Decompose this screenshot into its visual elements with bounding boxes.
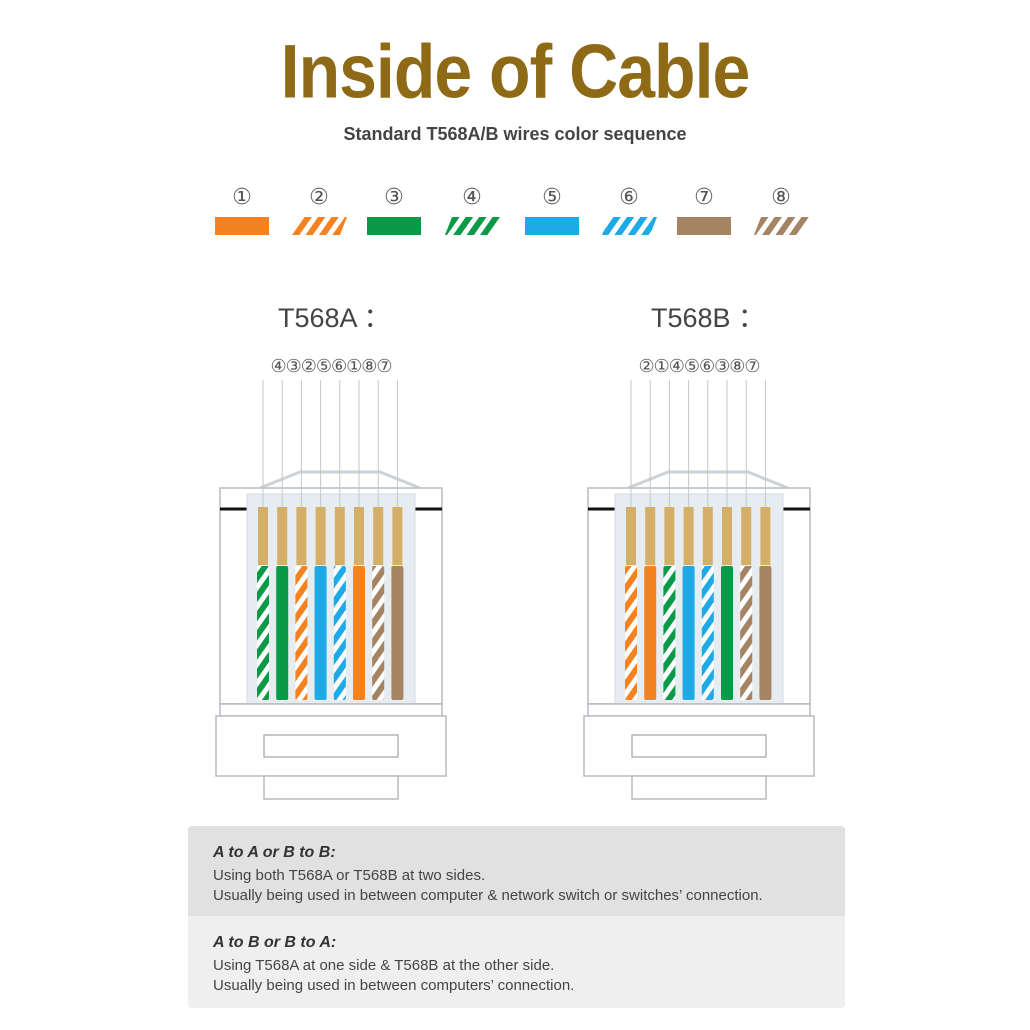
legend-number: ⑥ bbox=[619, 185, 639, 210]
pin-contact bbox=[626, 507, 636, 565]
pin-contact bbox=[760, 507, 771, 565]
pin-contact bbox=[702, 507, 713, 565]
wire bbox=[372, 566, 385, 700]
info-heading: A to B or B to A: bbox=[213, 934, 337, 951]
pin-contact bbox=[277, 507, 288, 565]
t568a-plug: ④③②⑤⑥①⑧⑦ bbox=[215, 356, 447, 800]
pin-contact bbox=[354, 507, 364, 565]
wire bbox=[276, 566, 289, 700]
legend-swatch bbox=[525, 217, 579, 235]
pin-contact bbox=[683, 507, 694, 565]
wire bbox=[701, 566, 714, 700]
wire bbox=[353, 566, 365, 700]
info-line: Usually being used in between computers’… bbox=[213, 977, 575, 994]
legend-swatch bbox=[292, 217, 347, 235]
wire bbox=[391, 566, 404, 700]
wire bbox=[625, 566, 637, 700]
pin-contact bbox=[645, 507, 656, 565]
color-legend: ① ② ③ ④ ⑤ ⑥ ⑦ ⑧ bbox=[215, 185, 809, 235]
pin-contact bbox=[258, 507, 268, 565]
legend-number: ⑤ bbox=[542, 185, 562, 210]
legend-swatch bbox=[677, 217, 731, 235]
wire bbox=[759, 566, 772, 700]
wire bbox=[663, 566, 676, 700]
pin-contact bbox=[315, 507, 326, 565]
legend-swatch bbox=[445, 217, 500, 235]
info-heading: A to A or B to B: bbox=[213, 844, 336, 861]
info-box-crossover: A to B or B to A: Using T568A at one sid… bbox=[188, 916, 845, 1008]
info-box-same-standard: A to A or B to B: Using both T568A or T5… bbox=[188, 826, 845, 916]
wire bbox=[740, 566, 753, 700]
legend-number: ② bbox=[309, 185, 329, 210]
wire bbox=[721, 566, 733, 700]
pin-sequence: ②①④⑤⑥③⑧⑦ bbox=[638, 356, 759, 377]
pin-contact bbox=[373, 507, 384, 565]
legend-number: ⑦ bbox=[694, 185, 714, 210]
legend-number: ③ bbox=[384, 185, 404, 210]
pin-contact bbox=[334, 507, 345, 565]
pin-contact bbox=[664, 507, 675, 565]
pin-sequence: ④③②⑤⑥①⑧⑦ bbox=[270, 356, 391, 377]
wire bbox=[333, 566, 346, 700]
page-subtitle: Standard T568A/B wires color sequence bbox=[343, 124, 687, 144]
legend-swatch bbox=[754, 217, 809, 235]
wire bbox=[682, 566, 695, 700]
legend-number: ⑧ bbox=[771, 185, 791, 210]
wire bbox=[295, 566, 308, 700]
pin-contact bbox=[296, 507, 307, 565]
wire bbox=[257, 566, 269, 700]
info-line: Using T568A at one side & T568B at the o… bbox=[213, 957, 555, 974]
t568b-plug: ②①④⑤⑥③⑧⑦ bbox=[583, 356, 815, 800]
wire bbox=[644, 566, 657, 700]
legend-swatch bbox=[602, 217, 657, 235]
legend-number: ① bbox=[232, 185, 252, 210]
legend-number: ④ bbox=[462, 185, 482, 210]
info-line: Usually being used in between computer &… bbox=[213, 887, 763, 904]
t568a-label: T568A ： bbox=[278, 303, 391, 333]
legend-swatch bbox=[367, 217, 421, 235]
pin-contact bbox=[741, 507, 752, 565]
info-line: Using both T568A or T568B at two sides. bbox=[213, 867, 486, 884]
wire bbox=[314, 566, 327, 700]
t568b-label: T568B ： bbox=[651, 303, 766, 333]
legend-swatch bbox=[215, 217, 269, 235]
pin-contact bbox=[392, 507, 403, 565]
page-title: Inside of Cable bbox=[280, 29, 751, 115]
pin-contact bbox=[722, 507, 732, 565]
